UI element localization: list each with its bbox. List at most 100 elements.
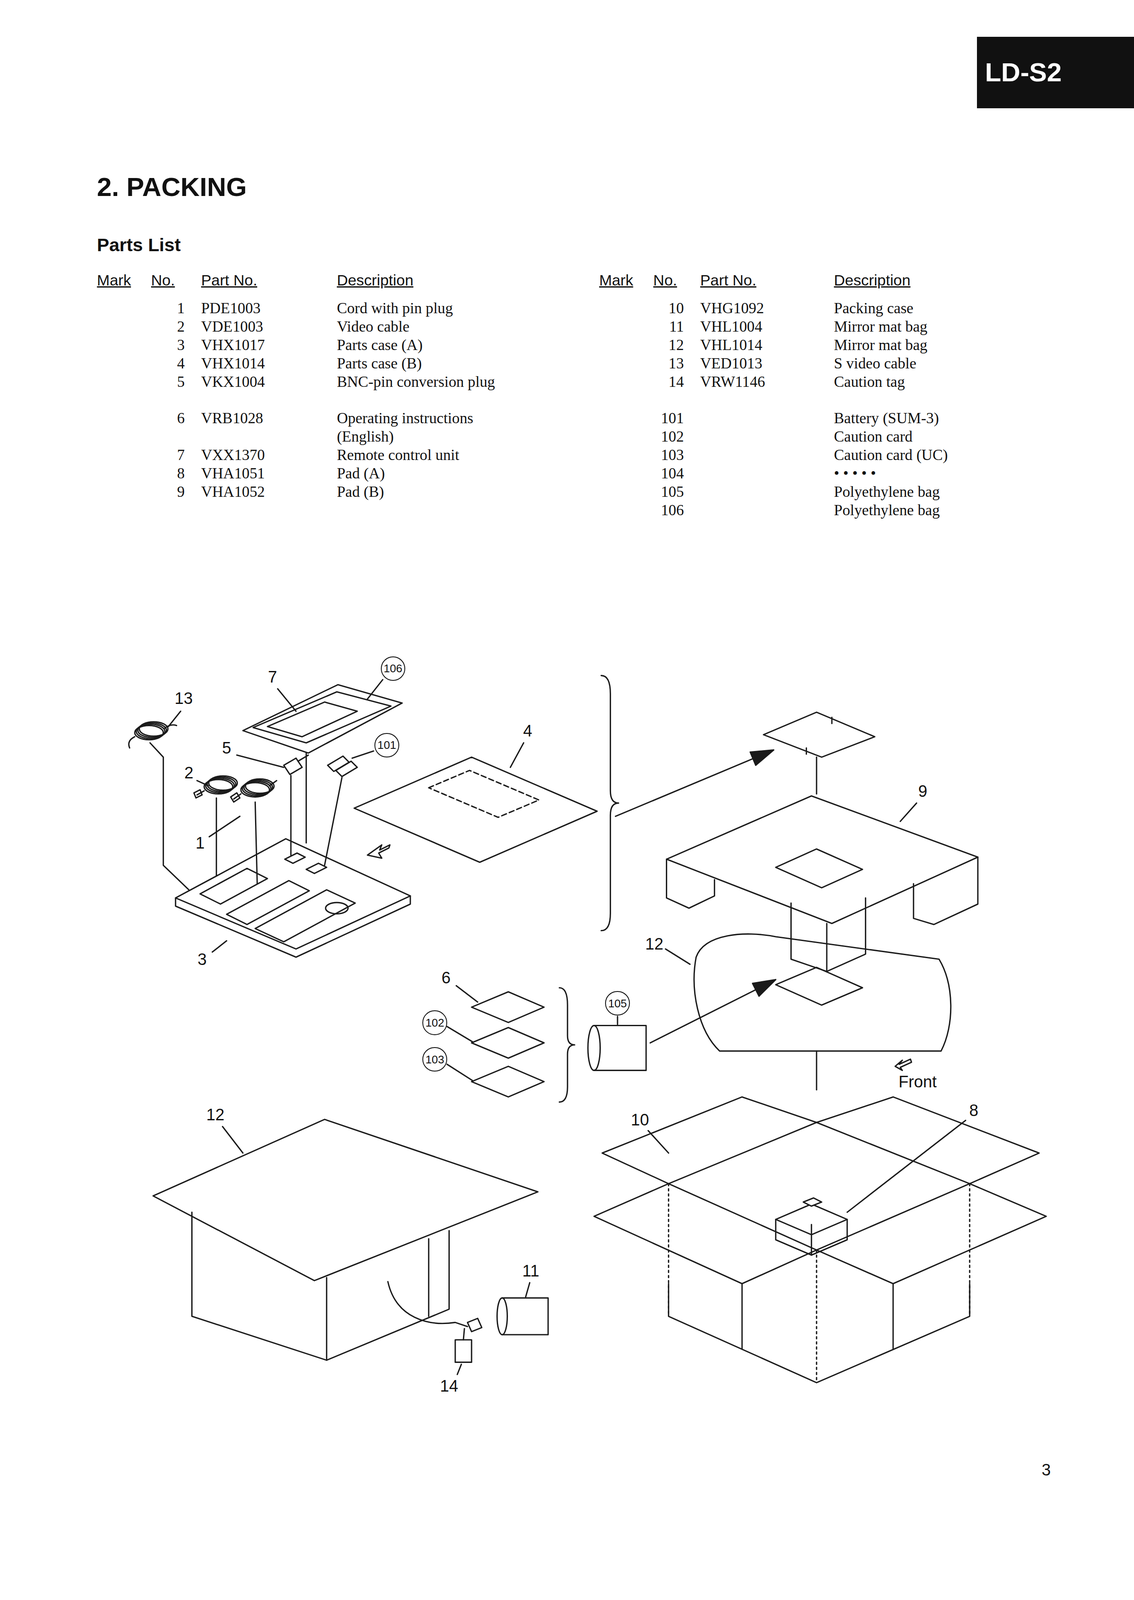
part-description: Caution card [834, 427, 913, 446]
guide-line [816, 1050, 818, 1090]
pad-leg [913, 857, 978, 925]
leader-line [212, 941, 227, 953]
pad-edge [825, 923, 828, 972]
remote-control [253, 691, 392, 743]
pin-plug [230, 792, 240, 802]
leader-line [900, 803, 917, 822]
leader-line [456, 985, 478, 1002]
case-recess [325, 902, 348, 914]
flat-sheet [775, 967, 863, 1006]
leader-line [457, 1364, 462, 1375]
box-body [668, 1283, 970, 1383]
polyethylene-bag [593, 1025, 647, 1071]
part-description: Polyethylene bag [834, 482, 940, 502]
callout-number: 4 [523, 721, 533, 741]
guide-line [150, 742, 190, 890]
mirror-mat [153, 1119, 538, 1281]
circled-callout: 102 [422, 1010, 447, 1035]
part-description: Mirror mat bag [834, 335, 928, 355]
item-number: 2 [177, 317, 185, 336]
part-description: Pad (A) [336, 464, 385, 483]
part-number: VKX1004 [201, 372, 265, 392]
power-plug [467, 1318, 482, 1332]
dashed-outline [428, 770, 540, 818]
part-number: VHX1014 [201, 354, 265, 373]
part-description: Parts case (A) [336, 335, 423, 355]
leader-line [277, 688, 297, 712]
insert-arrow [615, 758, 753, 817]
leader-line [510, 742, 524, 768]
cable-lead [269, 780, 277, 786]
part-number: VHX1017 [201, 335, 265, 355]
column-header: Mark [599, 271, 633, 290]
pad-b [666, 795, 978, 924]
part-description: Caution card (UC) [834, 445, 948, 465]
polyethylene-bag [243, 684, 403, 754]
leader-line [209, 816, 241, 838]
power-cord [387, 1281, 468, 1327]
item-number: 3 [177, 335, 185, 355]
leader-line [617, 1016, 619, 1025]
part-description: Cord with pin plug [336, 299, 453, 318]
pad-opening [775, 849, 863, 888]
leader-line [447, 1026, 473, 1042]
part-description: Parts case (B) [336, 354, 422, 373]
pad-a [775, 1204, 848, 1256]
bracket [601, 675, 619, 931]
part-number: VHG1092 [700, 299, 764, 318]
leader-line [196, 780, 208, 786]
part-number: VHA1052 [201, 482, 265, 502]
case-recess [255, 889, 356, 942]
pad-center-block [791, 897, 866, 972]
cable-lead [164, 724, 177, 729]
part-description: Caution tag [834, 372, 906, 392]
case-recess [284, 852, 306, 864]
item-number: 9 [177, 482, 185, 502]
circled-callout: 101 [374, 733, 399, 758]
column-header: Description [336, 271, 414, 290]
column-header: Description [834, 271, 911, 290]
cable-coil [208, 775, 238, 790]
item-number: 1 [177, 299, 185, 318]
remote-display [267, 702, 358, 737]
leader-line [367, 679, 383, 699]
callout-number: 5 [222, 738, 232, 758]
callout-number: 1 [195, 833, 205, 853]
slit [831, 717, 833, 724]
front-arrow [895, 1059, 912, 1071]
item-number: 14 [668, 372, 684, 392]
case-recess [200, 868, 268, 904]
case-recess [306, 863, 327, 874]
part-description: Packing case [834, 299, 914, 318]
box-flap [602, 1096, 817, 1184]
callout-number: 105 [608, 997, 627, 1010]
tag-string [463, 1328, 465, 1340]
box-edge [892, 1283, 894, 1350]
part-number: VDE1003 [201, 317, 264, 336]
guide-line [290, 775, 292, 855]
item-number: 106 [660, 501, 684, 520]
circled-callout: 106 [380, 656, 406, 681]
callout-number: 10 [630, 1110, 649, 1130]
leader-line [168, 711, 182, 727]
item-number: 102 [660, 427, 684, 446]
arrow-head [752, 979, 776, 997]
direction-arrow [367, 844, 390, 858]
pad-leg [666, 859, 715, 909]
leader-line [847, 1120, 966, 1213]
box-edge [816, 1249, 818, 1383]
caution-card [471, 1027, 544, 1059]
circled-callout: 105 [605, 991, 630, 1016]
callout-number: 3 [197, 949, 207, 970]
part-number: VHA1051 [201, 464, 265, 483]
instruction-card [471, 991, 544, 1023]
part-description: Pad (B) [336, 482, 384, 502]
part-description: BNC-pin conversion plug [336, 372, 496, 392]
model-tab: LD-S2 [976, 36, 1134, 109]
callout-number: 8 [969, 1100, 979, 1121]
bracket [559, 987, 575, 1102]
callout-number: 101 [377, 739, 397, 751]
item-number: 7 [177, 445, 185, 465]
part-number: PDE1003 [201, 299, 261, 318]
part-number: VHL1014 [700, 335, 763, 355]
